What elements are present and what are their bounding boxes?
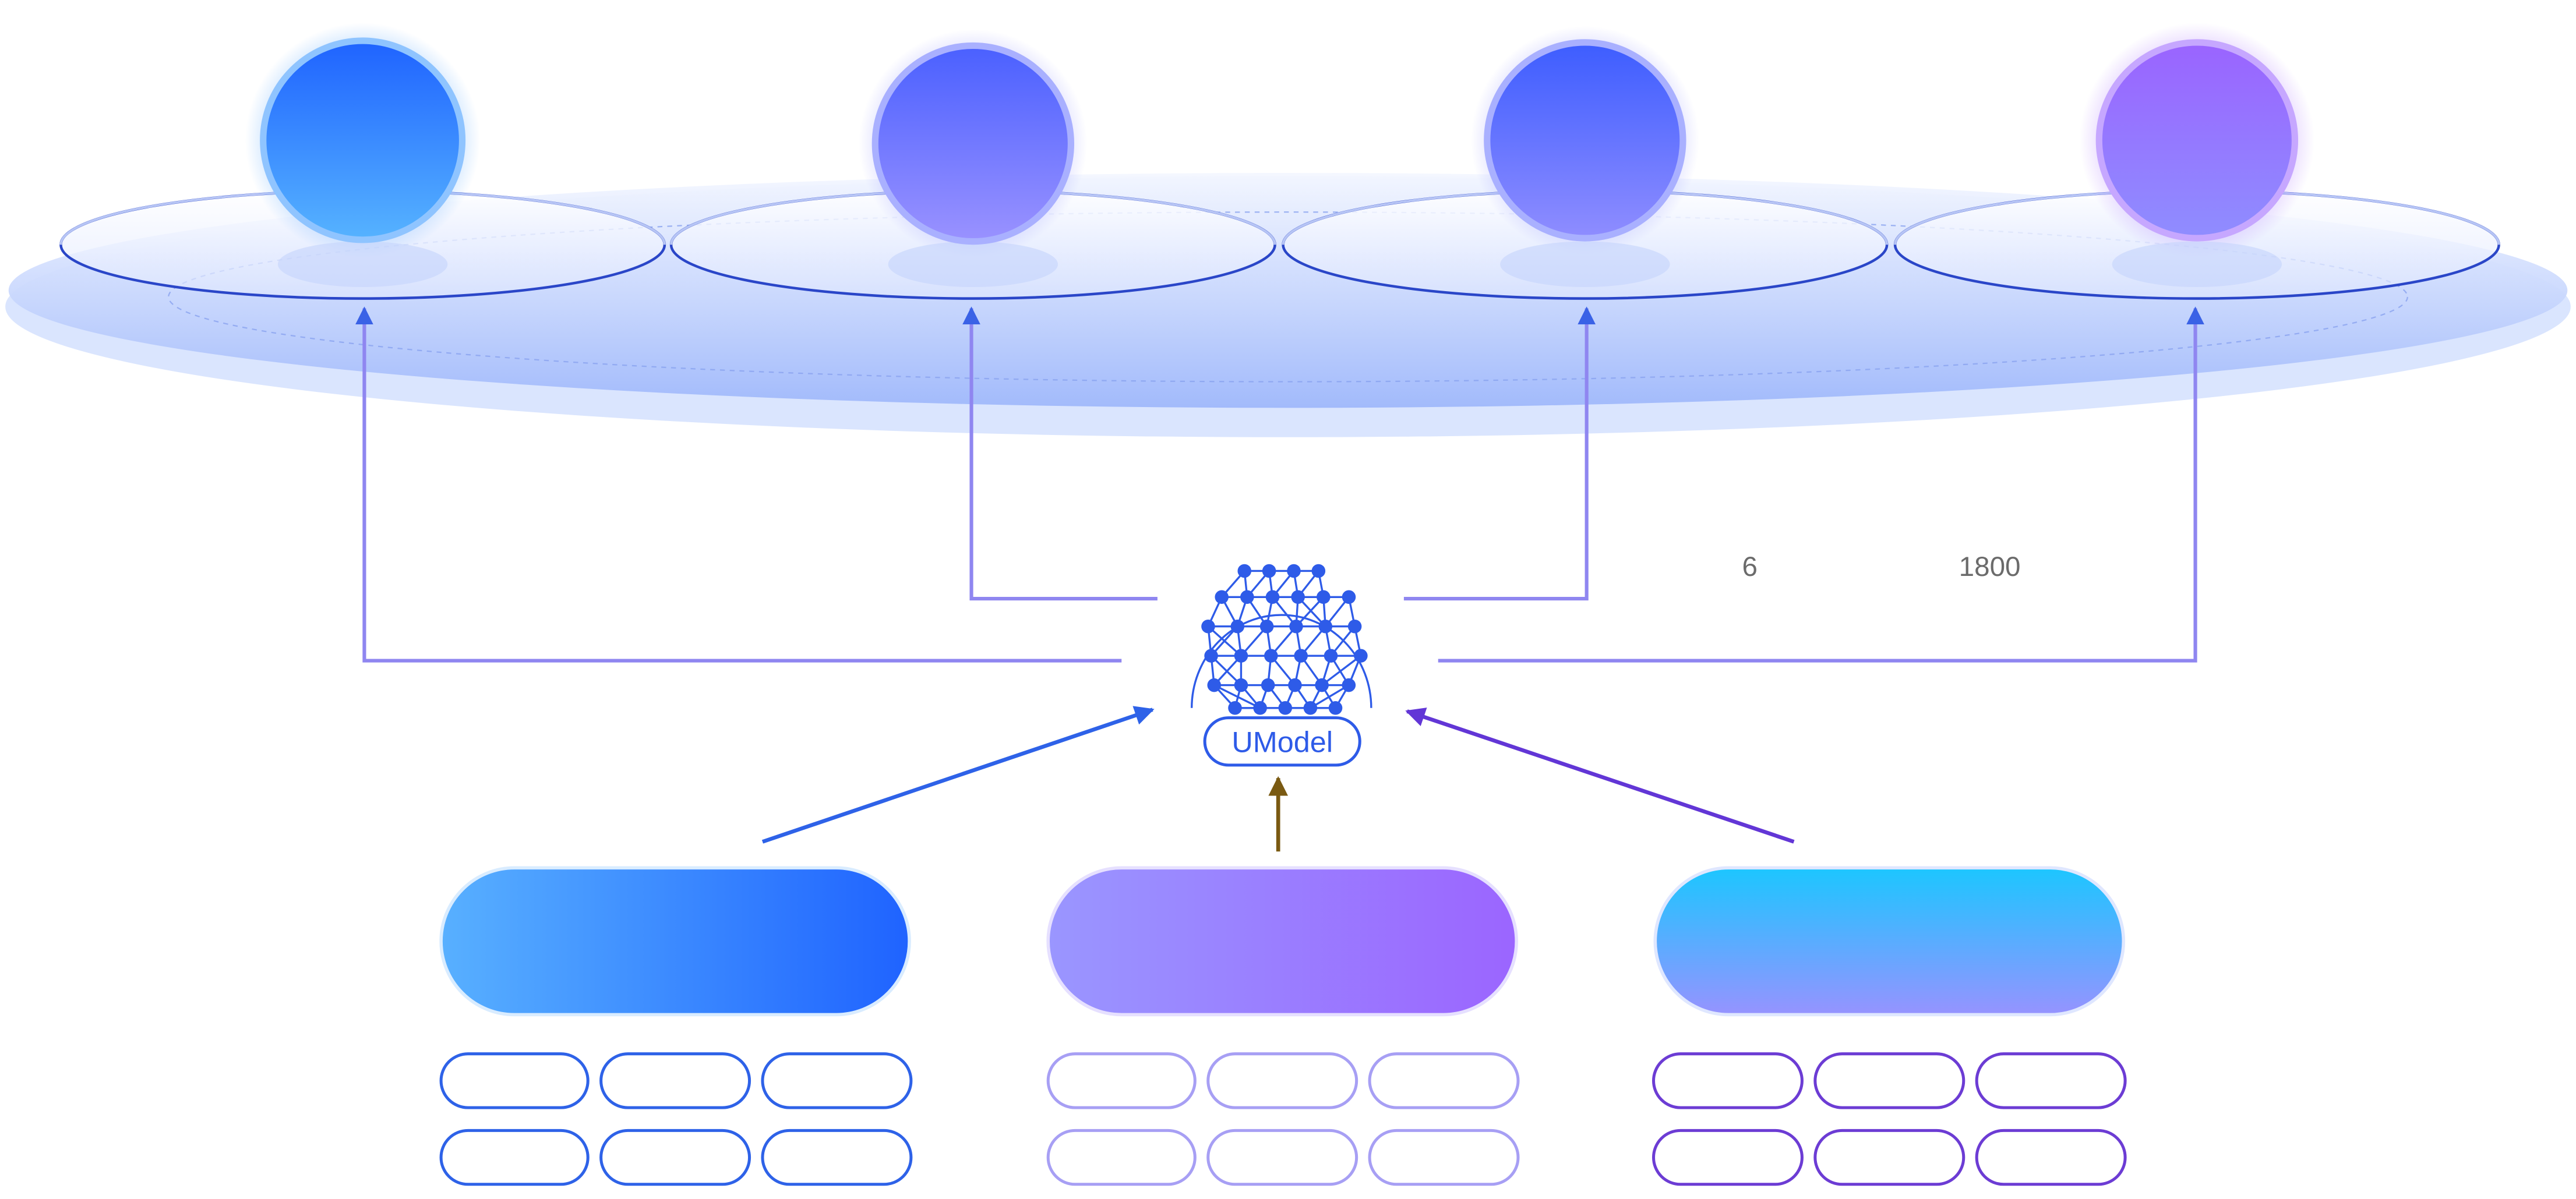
chip [1368,1052,1520,1109]
node-orb-4 [2079,23,2315,288]
sphere-node [1328,701,1343,715]
stat-label-b: 1800 [1959,551,2021,582]
umodel-badge-label: UModel [1231,725,1333,758]
stat-label-a: 6 [1742,551,1758,582]
chip-group-3 [1652,1052,2127,1186]
sphere-node [1234,649,1248,663]
sphere-node [1288,678,1302,692]
node-orb-1 [245,23,481,288]
chip [1813,1129,1965,1186]
sphere-node [1289,619,1303,634]
sphere-node [1204,649,1218,663]
sphere-node [1215,590,1229,604]
source-pills [439,866,2126,1017]
input-arrows [761,706,1795,852]
node-orb-3 [1470,26,1699,288]
input-arrow-left [761,706,1155,844]
umodel-badge: UModel [1203,716,1361,767]
sphere-node [1261,678,1275,692]
sphere-node [1234,678,1248,692]
chip-group-2 [1046,1052,1520,1186]
sphere-node [1265,590,1280,604]
network-sphere-icon [1191,564,1372,715]
sphere-node [1228,701,1242,715]
sphere-node [1237,564,1252,578]
sphere-node [1259,619,1274,634]
chip [1206,1129,1358,1186]
sphere-node [1317,590,1331,604]
chip [1046,1129,1197,1186]
sphere-node [1347,619,1362,634]
sphere-node [1207,678,1222,692]
connectors [355,306,2204,663]
sphere-node [1291,590,1305,604]
chip [599,1052,751,1109]
sphere-node [1318,619,1333,634]
connector-3 [1403,306,1596,601]
chip [1813,1052,1965,1109]
connector-1 [355,306,1122,663]
chip [1652,1052,1804,1109]
chip [761,1129,913,1186]
node-orb-2 [859,29,1088,288]
sphere-node [1230,619,1245,634]
chip [1206,1052,1358,1109]
chip [1975,1129,2127,1186]
sphere-node [1262,564,1276,578]
source-pill-3 [1653,866,2126,1017]
chip [1368,1129,1520,1186]
sphere-node [1315,678,1329,692]
connector-4 [1438,306,2204,663]
sphere-node [1324,649,1338,663]
chip [1975,1052,2127,1109]
input-arrow-right [1405,708,1795,844]
sphere-node [1201,619,1215,634]
connector-2 [962,306,1158,601]
sphere-node [1354,649,1368,663]
sphere-node [1253,701,1267,715]
chip [761,1052,913,1109]
sphere-node [1264,649,1278,663]
sphere-node [1278,701,1293,715]
chip [439,1052,590,1109]
sphere-node [1240,590,1254,604]
sphere-node [1287,564,1301,578]
sphere-node [1311,564,1326,578]
sphere-node [1303,701,1318,715]
node-orbs [245,23,2315,288]
chip [439,1129,590,1186]
chip-group-1 [439,1052,913,1186]
sphere-node [1294,649,1308,663]
chip [1652,1129,1804,1186]
chip [599,1129,751,1186]
source-pill-1 [439,866,911,1017]
source-pill-2 [1046,866,1518,1017]
chip [1046,1052,1197,1109]
sphere-node [1342,678,1356,692]
sphere-node [1342,590,1356,604]
